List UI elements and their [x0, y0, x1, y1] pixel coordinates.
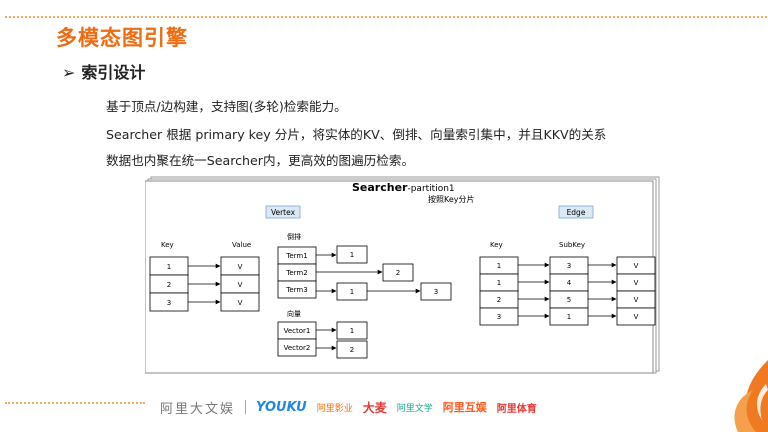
posting-cell — [382, 263, 414, 282]
edge-subkey: 1 — [567, 313, 571, 321]
ali-literature-logo: 阿里文学 — [396, 403, 433, 414]
paragraph-2: Searcher 根据 primary key 分片，将实体的KV、倒排、向量索… — [106, 127, 607, 142]
vertex-key: 3 — [167, 299, 171, 307]
bottom-dotted-divider — [5, 402, 145, 404]
edge-value: V — [634, 296, 639, 304]
edge-kkv-rows: 1 1 2 3 3 4 5 1 V V V V — [479, 256, 656, 326]
edge-key: 1 — [497, 262, 501, 270]
edge-key: 2 — [497, 296, 501, 304]
vector-index: Vector1 Vector2 1 2 — [277, 321, 368, 359]
inverted-index-label: 倒排 — [287, 232, 301, 241]
vertex-value: V — [238, 263, 243, 271]
diagram-title: Searcher-partition1 — [352, 181, 455, 194]
top-dotted-divider — [5, 16, 767, 18]
edge-subkey: 4 — [567, 279, 572, 287]
edge-key: 1 — [497, 279, 501, 287]
vertex-kv-rows: 1 2 3 V V V — [149, 256, 260, 312]
edge-value: V — [634, 279, 639, 287]
vertex-label: Vertex — [271, 208, 296, 217]
vertex-key: 2 — [167, 281, 171, 289]
vertex-value-cell — [220, 292, 260, 312]
ali-pictures-logo: 阿里影业 — [316, 403, 353, 414]
posting-cell — [420, 282, 452, 301]
vertex-value: V — [238, 299, 243, 307]
edge-subkey: 5 — [567, 296, 571, 304]
section-heading-text: 索引设计 — [81, 63, 146, 82]
arrow-bullet-icon: ➢ — [62, 63, 76, 82]
corner-flame-decoration — [734, 360, 768, 432]
edge-label: Edge — [567, 208, 586, 217]
corner-flame-shape — [734, 390, 756, 432]
logo-separator — [245, 400, 247, 414]
searcher-diagram: Searcher-partition1 按照Key分片 Vertex Edge … — [144, 175, 660, 375]
posting-cell — [336, 245, 368, 264]
posting-value: 3 — [434, 288, 438, 296]
edge-value: V — [634, 313, 639, 321]
vector-label: Vector1 — [284, 327, 311, 335]
vector-value: 2 — [350, 346, 354, 354]
corner-flame-shape — [744, 360, 768, 432]
section-heading: ➢ 索引设计 — [62, 59, 145, 83]
footer-logo-strip: 阿里大文娱 YOUKU 阿里影业 大麦 阿里文学 阿里互娱 阿里体育 — [160, 396, 537, 418]
edge-label-box — [558, 205, 594, 219]
vector-value-cell — [336, 321, 368, 340]
posting-cell — [336, 282, 368, 301]
edge-key: 3 — [497, 313, 501, 321]
vertex-value: V — [238, 281, 243, 289]
diagram-subtitle: 按照Key分片 — [428, 194, 475, 204]
youku-logo: YOUKU — [256, 399, 307, 415]
term-label: Term3 — [285, 286, 307, 294]
damai-logo: 大麦 — [362, 400, 387, 415]
edge-subkey: 3 — [567, 262, 571, 270]
term-label: Term2 — [285, 269, 307, 277]
vertex-key-header: Key — [161, 241, 174, 249]
paragraph-3: 数据也内聚在统一Searcher内，更高效的图遍历检索。 — [106, 153, 415, 168]
alibaba-entertainment-logo: 阿里大文娱 — [160, 401, 236, 417]
edge-key-cell — [479, 307, 519, 326]
posting-value: 2 — [396, 269, 400, 277]
corner-flame-shape — [757, 384, 768, 420]
posting-value: 1 — [350, 251, 354, 259]
paragraph-1: 基于顶点/边构建，支持图(多轮)检索能力。 — [106, 99, 347, 114]
vertex-label-box — [265, 205, 301, 219]
edge-key-header: Key — [490, 241, 503, 249]
ali-sports-logo: 阿里体育 — [496, 403, 537, 415]
vertex-value-header: Value — [232, 241, 251, 249]
vector-value-cell — [336, 340, 368, 359]
searcher-diagram-svg: Searcher-partition1 按照Key分片 Vertex Edge … — [144, 176, 660, 374]
vector-cell — [277, 338, 317, 357]
slide-title: 多模态图引擎 — [56, 26, 188, 50]
inverted-index: Term1 Term2 Term3 1 2 1 3 — [277, 245, 452, 301]
vector-label: Vector2 — [284, 344, 311, 352]
edge-value-cell — [616, 307, 656, 326]
edge-subkey-cell — [549, 307, 589, 326]
vector-index-label: 向量 — [287, 309, 301, 318]
vector-value: 1 — [350, 327, 354, 335]
term-cell — [277, 280, 317, 299]
term-label: Term1 — [285, 252, 307, 260]
ali-games-logo: 阿里互娱 — [442, 401, 487, 414]
posting-value: 1 — [350, 288, 354, 296]
edge-subkey-header: SubKey — [559, 241, 585, 249]
edge-value: V — [634, 262, 639, 270]
vertex-key: 1 — [167, 263, 171, 271]
